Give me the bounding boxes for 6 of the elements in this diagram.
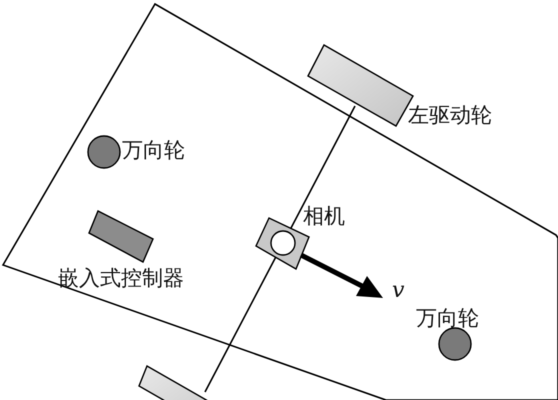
part-label: 左驱动轮 [408,105,492,126]
part-label: 万向轮 [416,308,479,329]
part-label: 万向轮 [122,140,185,161]
variable-label: v [392,280,404,302]
part-label: 嵌入式控制器 [58,268,184,289]
part-label: 相机 [303,206,345,227]
